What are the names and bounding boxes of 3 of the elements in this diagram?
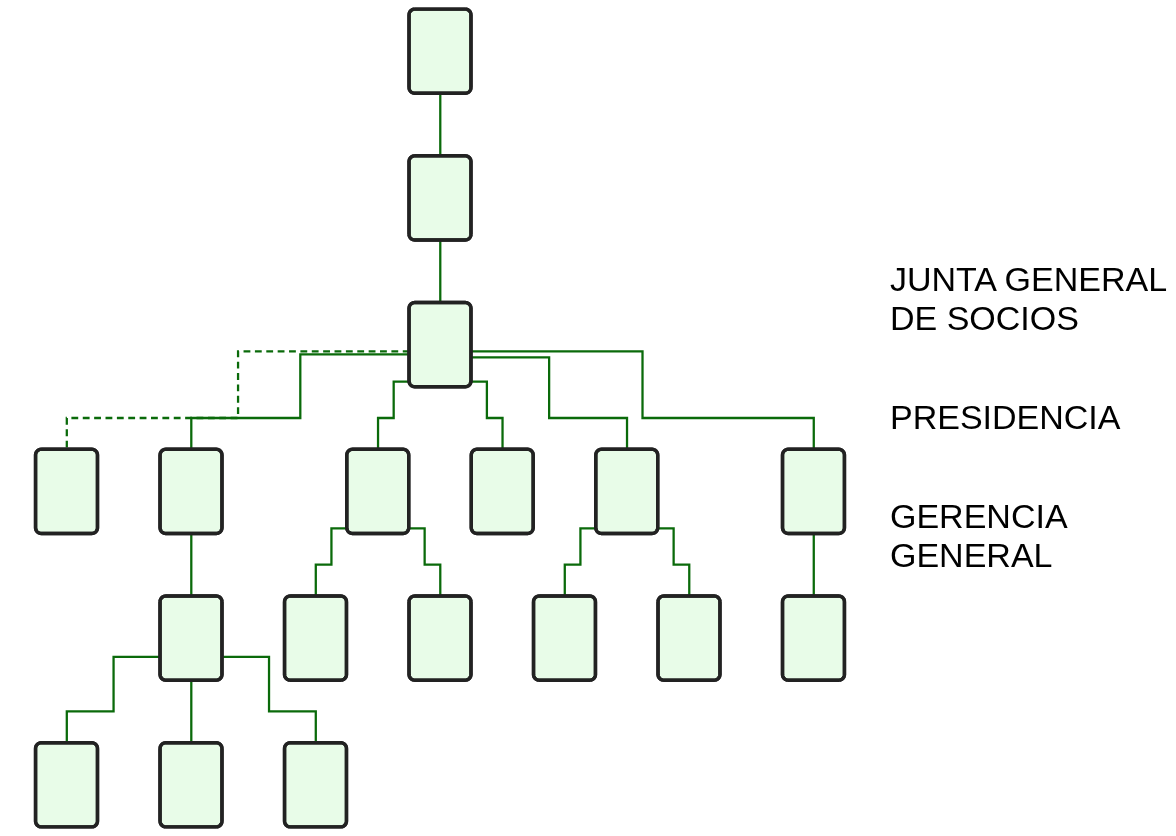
org-unit-label: PRESIDENCIA (890, 398, 1122, 438)
org-unit-label: GERENCIA GENERAL (890, 497, 1068, 576)
org-unit-label: JUNTA GENERAL DE SOCIOS (890, 260, 1167, 339)
